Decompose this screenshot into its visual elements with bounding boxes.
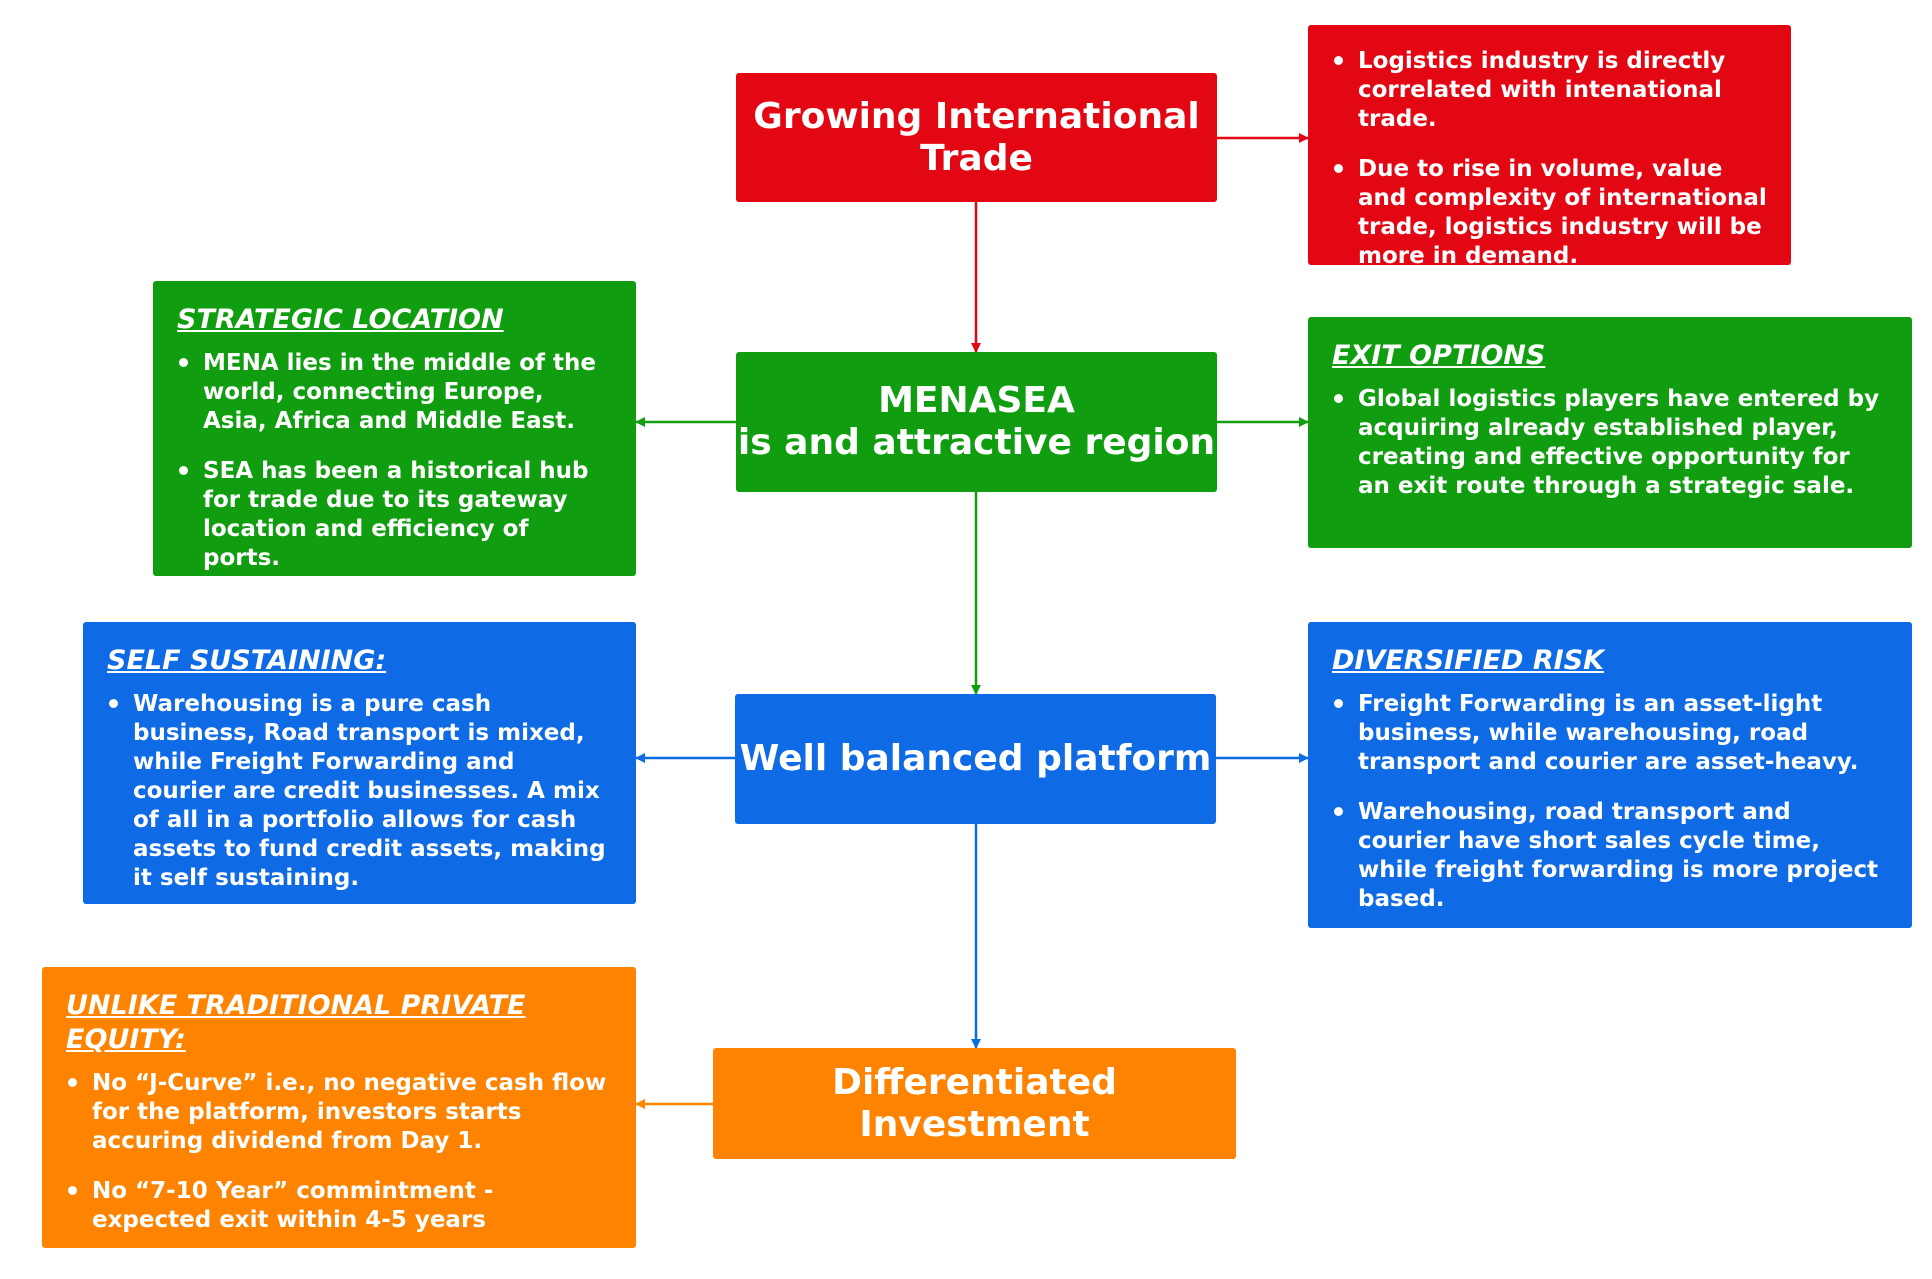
self-sustaining-box: SELF SUSTAINING: Warehousing is a pure c… bbox=[83, 622, 636, 904]
diversified-risk-box: DIVERSIFIED RISK Freight Forwarding is a… bbox=[1308, 622, 1912, 928]
growing-international-trade-box: Growing International Trade bbox=[736, 73, 1217, 202]
differentiated-investment-box: Differentiated Investment bbox=[713, 1048, 1236, 1159]
box-line: is and attractive region bbox=[737, 422, 1216, 463]
box-title: UNLIKE TRADITIONAL PRIVATE EQUITY: bbox=[66, 990, 526, 1055]
well-balanced-platform-box: Well balanced platform bbox=[735, 694, 1216, 824]
bullet-list: Global logistics players have entered by… bbox=[1332, 385, 1888, 501]
bullet-item: Logistics industry is directly correlate… bbox=[1332, 47, 1767, 134]
bullet-item: Freight Forwarding is an asset-light bus… bbox=[1332, 690, 1888, 777]
bullet-list: Warehousing is a pure cash business, Roa… bbox=[107, 690, 612, 893]
box-line: Well balanced platform bbox=[739, 738, 1212, 779]
bullet-list: MENA lies in the middle of the world, co… bbox=[177, 349, 612, 573]
box-line: Trade bbox=[920, 137, 1033, 179]
bullet-item: MENA lies in the middle of the world, co… bbox=[177, 349, 612, 436]
trade-notes-box: Logistics industry is directly correlate… bbox=[1308, 25, 1791, 269]
box-title: STRATEGIC LOCATION bbox=[177, 304, 504, 335]
box-line: Differentiated Investment bbox=[832, 1061, 1117, 1145]
box-title: SELF SUSTAINING: bbox=[107, 645, 387, 676]
strategic-location-box: STRATEGIC LOCATION MENA lies in the midd… bbox=[153, 281, 636, 576]
exit-options-box: EXIT OPTIONS Global logistics players ha… bbox=[1308, 317, 1912, 548]
bullet-list: No “J-Curve” i.e., no negative cash flow… bbox=[66, 1069, 612, 1235]
bullet-item: Global logistics players have entered by… bbox=[1332, 385, 1888, 501]
bullet-list: Logistics industry is directly correlate… bbox=[1332, 47, 1767, 271]
bullet-item: No “7-10 Year” commintment - expected ex… bbox=[66, 1177, 612, 1235]
bullet-item: SEA has been a historical hub for trade … bbox=[177, 457, 612, 573]
unlike-private-equity-box: UNLIKE TRADITIONAL PRIVATE EQUITY: No “J… bbox=[42, 967, 636, 1248]
bullet-item: Warehousing is a pure cash business, Roa… bbox=[107, 690, 612, 893]
menasea-box: MENASEA is and attractive region bbox=[736, 352, 1217, 492]
bullet-item: Due to rise in volume, value and complex… bbox=[1332, 155, 1767, 271]
bullet-item: No “J-Curve” i.e., no negative cash flow… bbox=[66, 1069, 612, 1156]
box-title: DIVERSIFIED RISK bbox=[1332, 645, 1605, 676]
bullet-list: Freight Forwarding is an asset-light bus… bbox=[1332, 690, 1888, 914]
bullet-item: Warehousing, road transport and courier … bbox=[1332, 798, 1888, 914]
box-line: MENASEA bbox=[878, 380, 1075, 421]
box-line: Growing International bbox=[753, 95, 1200, 137]
box-title: EXIT OPTIONS bbox=[1332, 340, 1546, 371]
